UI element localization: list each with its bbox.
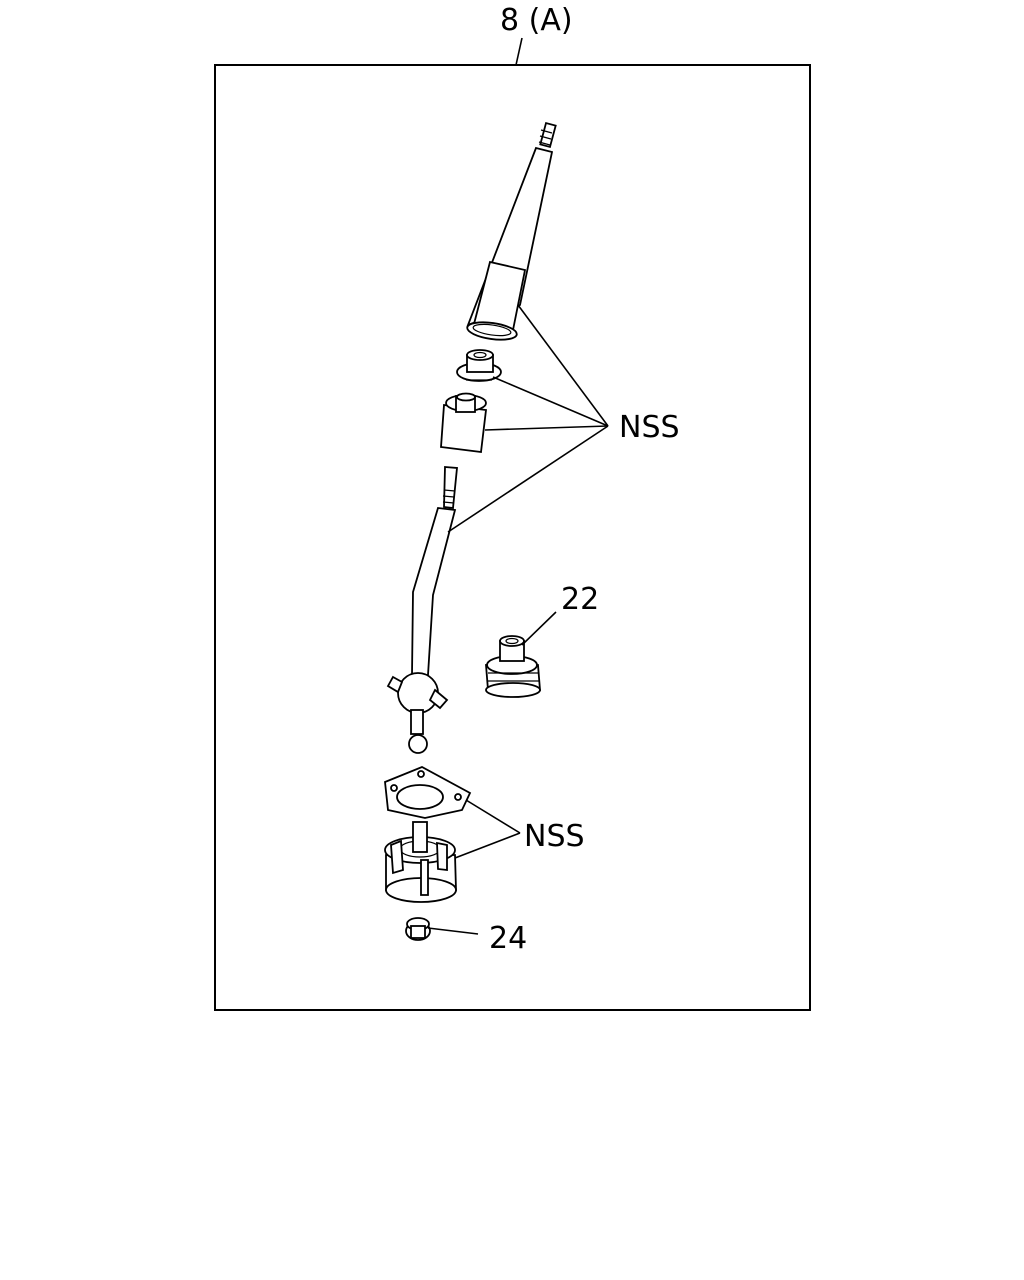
diagram-frame xyxy=(214,64,811,1011)
bushing-lower xyxy=(440,392,488,454)
lever-holder xyxy=(384,821,457,903)
shift-lever xyxy=(386,466,458,754)
part-22-seal xyxy=(485,635,541,698)
gasket-plate xyxy=(384,766,472,819)
callout-nss-upper: NSS xyxy=(619,410,680,445)
shift-boot xyxy=(466,121,557,341)
callout-leaders xyxy=(427,304,609,935)
callout-22: 22 xyxy=(561,582,599,617)
callout-nss-lower: NSS xyxy=(524,819,585,854)
frame-label-leader xyxy=(515,37,523,66)
part-24-plug xyxy=(405,917,431,941)
frame-label: 8 (A) xyxy=(500,3,573,38)
callout-24: 24 xyxy=(489,921,527,956)
bushing-upper xyxy=(456,349,502,382)
